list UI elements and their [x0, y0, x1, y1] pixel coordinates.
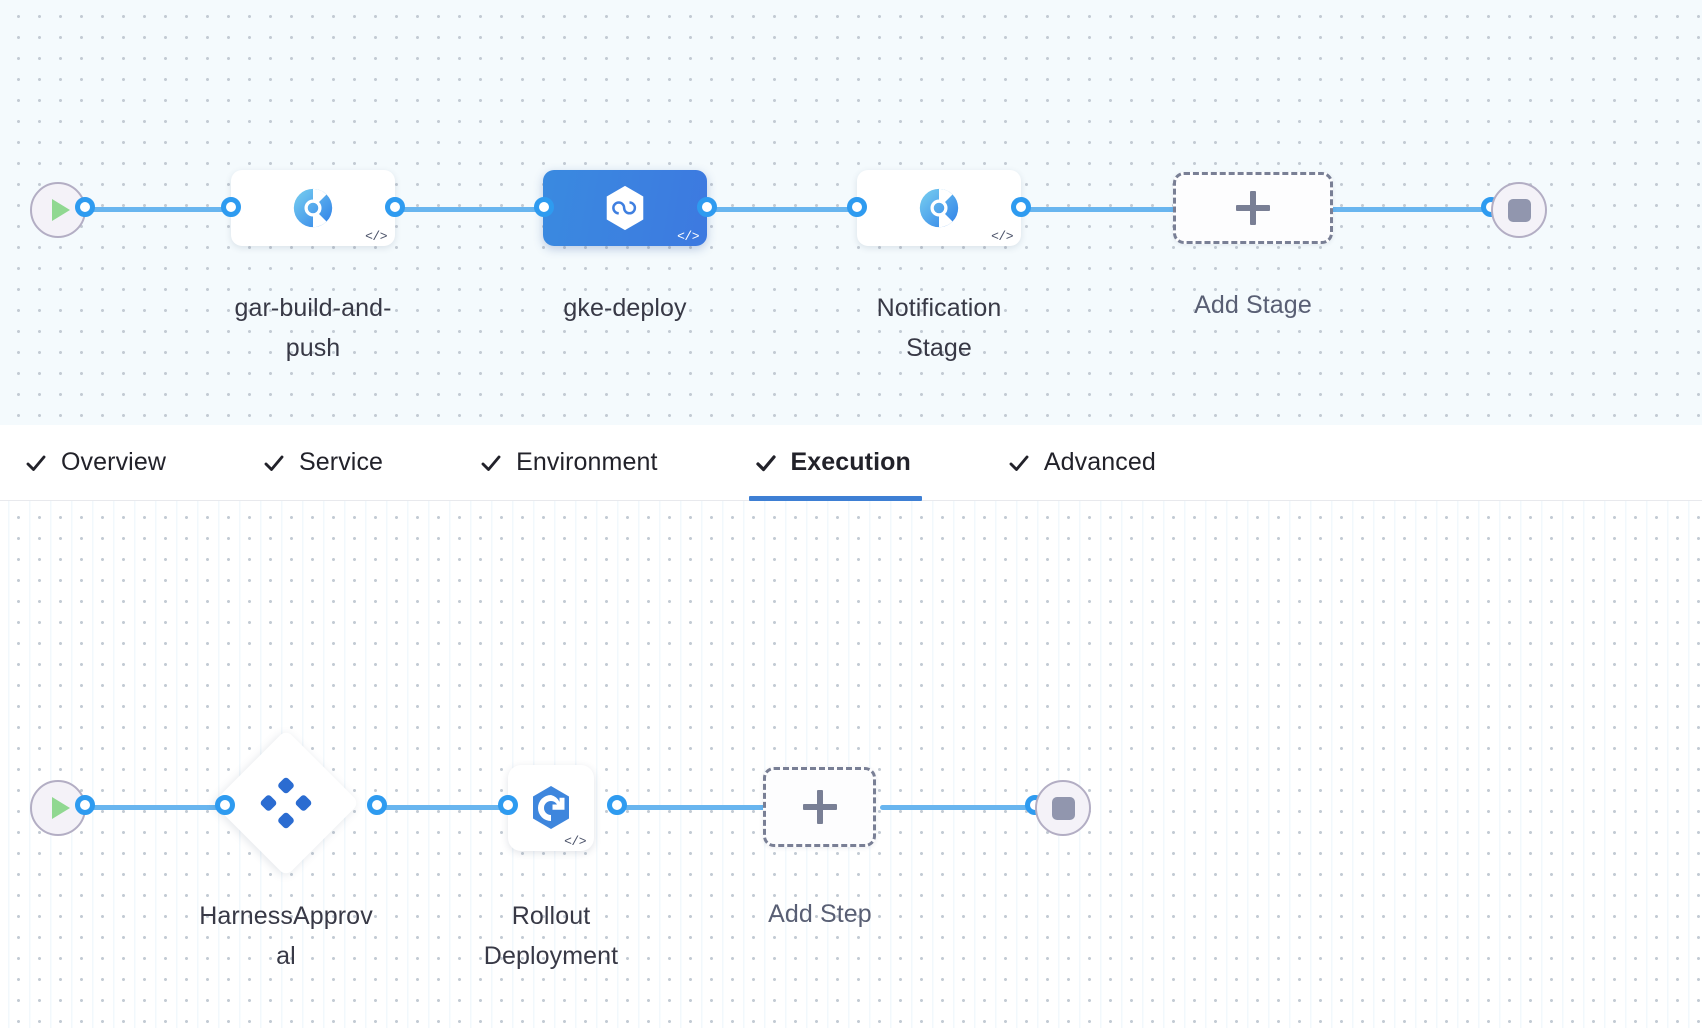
stage-node-gar-build-and-push[interactable]: </>: [231, 170, 395, 246]
step-start-node[interactable]: [30, 780, 86, 836]
stage-start-port[interactable]: [75, 197, 95, 217]
cd-deploy-hexagon-icon: [606, 185, 644, 231]
step-connector-start-to-1: [85, 805, 225, 810]
stage-code-badge[interactable]: </>: [991, 229, 1013, 244]
step-node-2-out-port[interactable]: [607, 795, 627, 815]
stop-icon: [1507, 198, 1531, 222]
check-icon: [264, 455, 284, 471]
step-node-1-out-port[interactable]: [367, 795, 387, 815]
tab-execution[interactable]: Execution: [748, 425, 923, 501]
tab-label: Advanced: [1043, 448, 1156, 476]
check-icon: [481, 455, 501, 471]
stage-graph-canvas[interactable]: </> gar-build-and- push </> gke-deploy: [0, 0, 1702, 425]
stage-connector-start-to-1: [85, 207, 240, 212]
tab-advanced[interactable]: Advanced: [1007, 425, 1162, 501]
stage-label-notification-stage: Notification Stage: [819, 288, 1059, 368]
check-icon: [755, 454, 776, 471]
stage-label-line1: gar-build-and-: [234, 294, 392, 322]
stage-node-1-in-port[interactable]: [221, 197, 241, 217]
stage-node-1-out-port[interactable]: [385, 197, 405, 217]
step-node-harness-approval[interactable]: [212, 729, 360, 877]
step-label-line1: Rollout: [511, 902, 591, 930]
harness-approval-diamond-icon: [260, 777, 312, 829]
plus-icon: [1236, 191, 1270, 225]
check-icon: [1009, 455, 1029, 471]
step-label-harness-approval: HarnessApprov al: [166, 896, 406, 976]
build-ci-icon: [919, 188, 959, 228]
stage-connector-1-to-2: [393, 207, 558, 212]
stage-label-line2: push: [285, 334, 341, 362]
stage-node-3-out-port[interactable]: [1011, 197, 1031, 217]
stage-code-badge[interactable]: </>: [365, 229, 387, 244]
tab-label: Execution: [790, 448, 911, 476]
add-stage-label: Add Stage: [1194, 291, 1312, 319]
step-label-line1: HarnessApprov: [199, 902, 373, 930]
stage-node-notification-stage[interactable]: </>: [857, 170, 1021, 246]
stage-label-line1: gke-deploy: [563, 294, 687, 322]
stage-code-badge[interactable]: </>: [677, 229, 699, 244]
plus-icon: [802, 790, 837, 824]
execution-steps-canvas[interactable]: HarnessApprov al </> Rollout Deployment …: [0, 501, 1702, 1028]
step-connector-1-to-2: [375, 805, 505, 810]
add-stage-button[interactable]: [1173, 172, 1333, 244]
stage-connector-add-to-end: [1330, 207, 1495, 212]
step-start-port[interactable]: [75, 795, 95, 815]
step-label-rollout-deployment: Rollout Deployment: [431, 896, 671, 976]
stage-config-tabs: Overview Service Environment Execution A: [0, 425, 1702, 501]
step-connector-add-to-end: [880, 805, 1035, 810]
stage-connector-2-to-3: [705, 207, 865, 212]
add-step-button[interactable]: [763, 767, 876, 847]
stage-label-line2: Stage: [906, 334, 972, 362]
step-node-rollout-deployment[interactable]: </>: [508, 765, 594, 851]
stage-label-gke-deploy: gke-deploy: [505, 288, 745, 328]
stage-node-3-in-port[interactable]: [847, 197, 867, 217]
rollout-deployment-icon: [533, 786, 569, 829]
check-icon: [26, 455, 46, 471]
step-label-line2: al: [276, 942, 296, 970]
stage-label-line1: Notification: [876, 294, 1002, 322]
stage-connector-3-to-add: [1017, 207, 1262, 212]
step-node-1-in-port[interactable]: [215, 795, 235, 815]
tab-label: Overview: [61, 448, 166, 476]
step-end-node[interactable]: [1035, 780, 1091, 836]
tab-service[interactable]: Service: [262, 425, 389, 501]
tab-label: Service: [299, 448, 384, 476]
tab-environment[interactable]: Environment: [479, 425, 663, 501]
stop-icon: [1051, 796, 1075, 820]
play-icon: [52, 199, 70, 221]
play-icon: [52, 797, 70, 819]
stage-node-gke-deploy[interactable]: </>: [543, 170, 707, 246]
add-step-label: Add Step: [768, 900, 872, 928]
tab-overview[interactable]: Overview: [24, 425, 172, 501]
step-code-badge[interactable]: </>: [564, 834, 586, 849]
step-label-line2: Deployment: [483, 942, 619, 970]
stage-label-gar-build-and-push: gar-build-and- push: [193, 288, 433, 368]
build-ci-icon: [293, 188, 333, 228]
stage-node-2-out-port[interactable]: [697, 197, 717, 217]
tab-label: Environment: [516, 448, 658, 476]
stage-end-node[interactable]: [1491, 182, 1547, 238]
stage-node-2-in-port[interactable]: [534, 197, 554, 217]
diamond-icon-wrap: [259, 776, 313, 830]
step-node-2-in-port[interactable]: [498, 795, 518, 815]
step-connector-2-to-add: [615, 805, 830, 810]
